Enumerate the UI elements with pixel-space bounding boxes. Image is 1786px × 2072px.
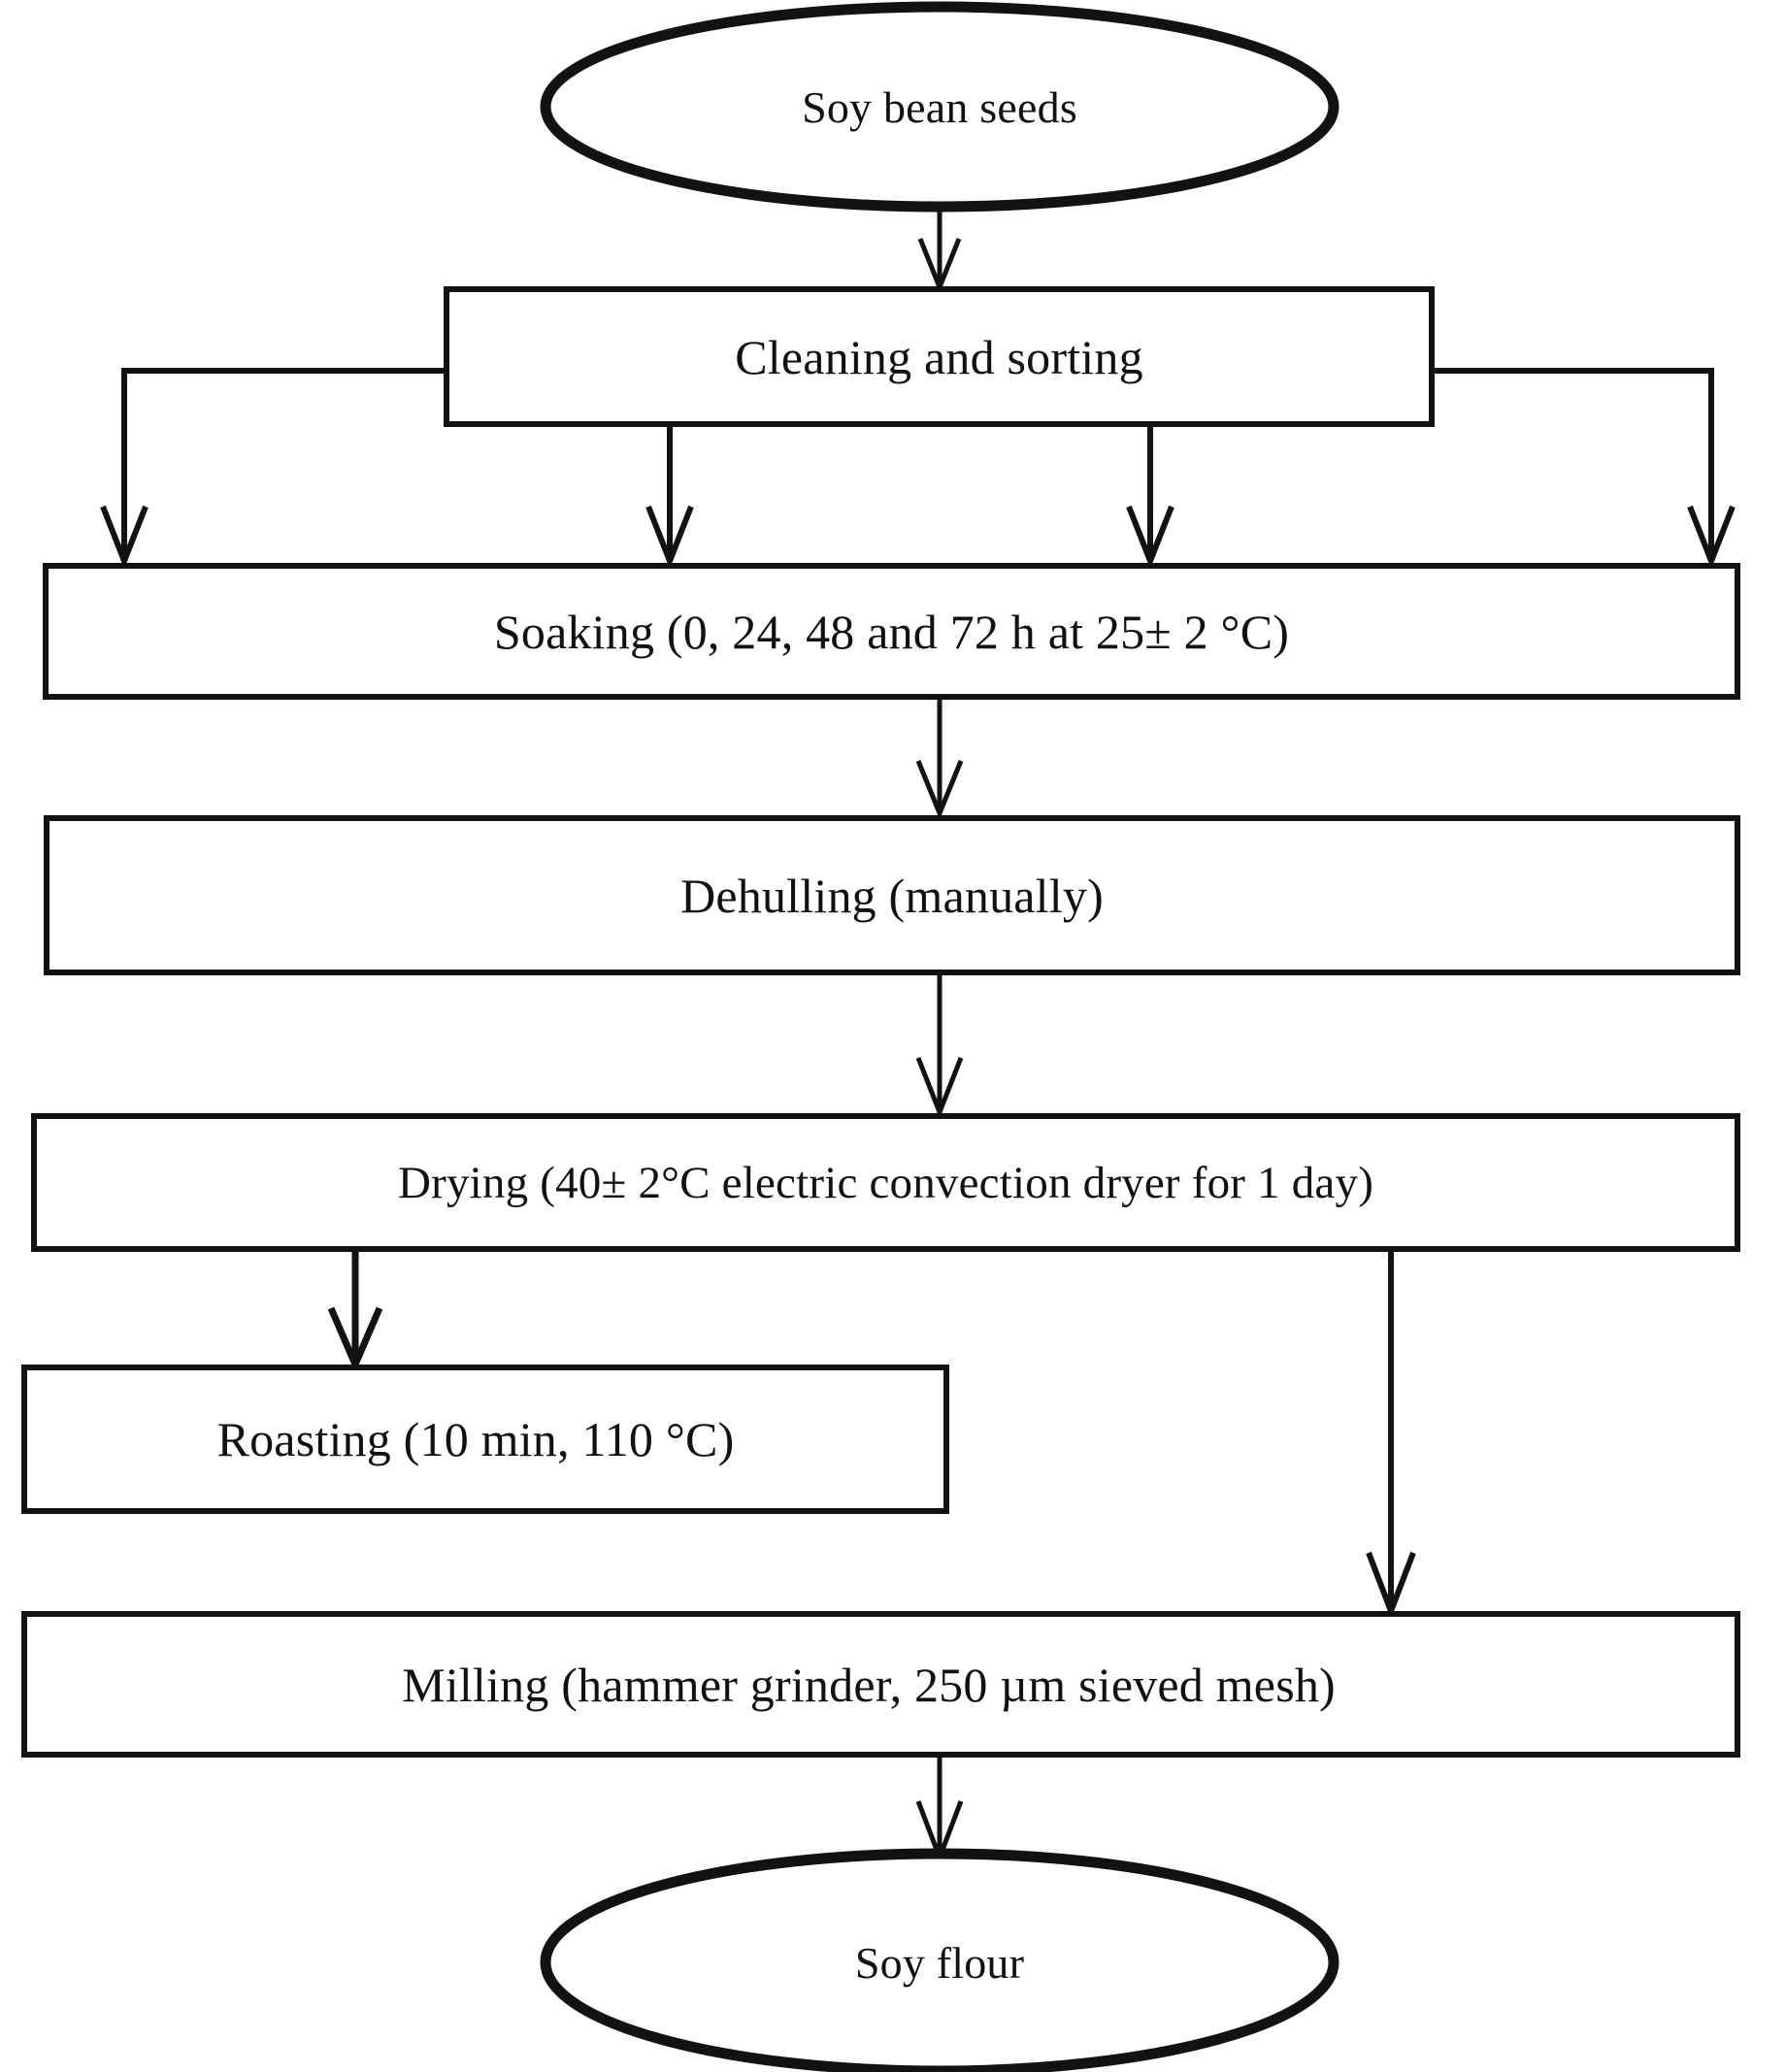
- edge-seeds-to-cleaning: [917, 206, 962, 294]
- edge-cleaning-to-soaking-far-right: [1432, 368, 1736, 570]
- edge-drying-to-roasting: [327, 1249, 383, 1373]
- node-soaking-shape: [43, 563, 1740, 700]
- node-drying-shape: [31, 1113, 1740, 1252]
- node-roasting-shape: [21, 1365, 949, 1514]
- edge-dehulling-to-drying: [915, 972, 964, 1119]
- edge-cleaning-to-soaking-inner-left: [645, 424, 694, 570]
- node-dehulling-shape: [44, 815, 1740, 975]
- edge-cleaning-to-soaking-inner-right: [1126, 424, 1174, 570]
- edge-cleaning-to-soaking-far-left: [100, 368, 446, 570]
- node-soy-bean-seeds-shape: [540, 1, 1340, 213]
- edge-drying-to-milling: [1366, 1249, 1416, 1620]
- edge-milling-to-soy-flour: [915, 1755, 964, 1865]
- node-soy-flour-shape: [540, 1848, 1340, 2072]
- edge-soaking-to-dehulling: [915, 697, 964, 820]
- node-cleaning-and-sorting-shape: [444, 286, 1435, 427]
- node-milling-shape: [21, 1611, 1740, 1758]
